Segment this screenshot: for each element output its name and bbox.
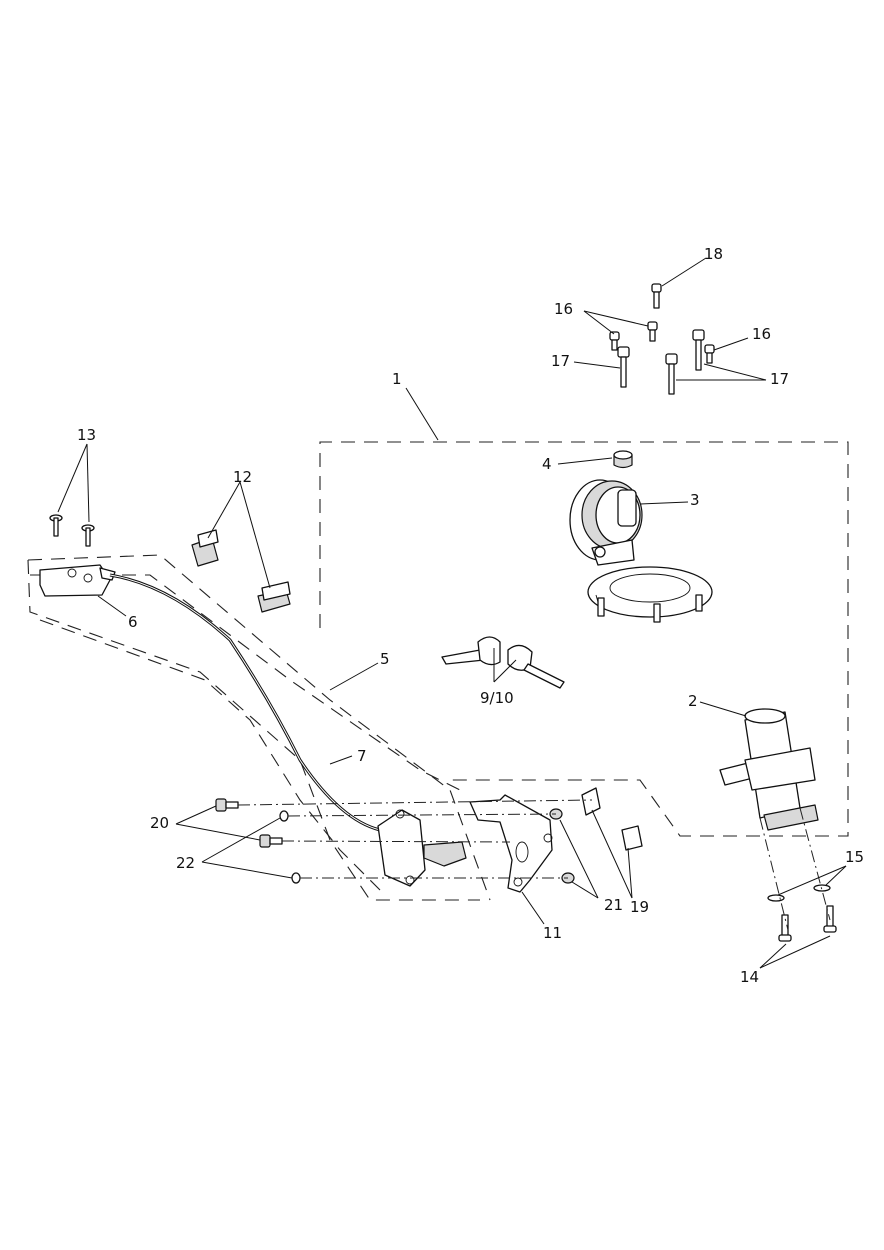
bolt-part-17-middle — [665, 353, 678, 395]
actuator-body — [377, 809, 467, 887]
callout-16-right: 16 — [752, 325, 771, 343]
connector-part-6 — [39, 564, 116, 597]
bolt-part-18 — [651, 283, 662, 309]
callout-6: 6 — [128, 613, 138, 631]
cable-part-7 — [109, 573, 381, 832]
bolt-part-17-right — [692, 329, 705, 371]
callout-12: 12 — [233, 468, 252, 486]
callout-11: 11 — [543, 924, 562, 942]
oring-part-15-left — [767, 894, 785, 902]
bolt-part-17-left — [617, 346, 630, 388]
cap-part-4 — [613, 450, 633, 469]
leader-lines — [57, 257, 847, 969]
callout-15: 15 — [845, 848, 864, 866]
callout-22: 22 — [176, 854, 195, 872]
callout-20: 20 — [150, 814, 169, 832]
washer-part-22-upper — [279, 810, 289, 822]
bolt-part-16-middle — [647, 321, 658, 342]
assembly-centre-lines — [237, 799, 831, 931]
bolt-part-20-upper — [215, 798, 239, 812]
callout-14: 14 — [740, 968, 759, 986]
bolt-part-16-right — [704, 344, 715, 364]
callout-4: 4 — [542, 455, 552, 473]
callout-17-left: 17 — [551, 352, 570, 370]
lock-barrel-part-2 — [719, 708, 819, 831]
clip-part-19-lower — [621, 825, 643, 851]
screw-part-13-right — [81, 524, 95, 547]
screw-part-13-left — [49, 514, 63, 537]
clip-part-12-upper — [191, 529, 219, 567]
callout-21: 21 — [604, 896, 623, 914]
callout-2: 2 — [688, 692, 698, 710]
callout-5: 5 — [380, 650, 390, 668]
callout-9-10: 9/10 — [480, 689, 514, 707]
callout-16-left: 16 — [554, 300, 573, 318]
callout-1: 1 — [392, 370, 402, 388]
keys-part-9-10 — [441, 636, 565, 689]
washer-part-22-lower — [291, 872, 301, 884]
filler-cap-part-3 — [569, 479, 713, 623]
kit-boundary-outline — [319, 441, 849, 837]
bracket-part-11 — [469, 794, 553, 893]
callout-labels: 1 2 3 4 5 6 7 9/10 11 12 13 14 15 16 16 … — [77, 245, 864, 986]
screw-part-14-left — [778, 914, 792, 942]
clip-part-19-upper — [581, 787, 601, 816]
callout-13: 13 — [77, 426, 96, 444]
callout-3: 3 — [690, 491, 700, 509]
bolt-part-20-lower — [259, 834, 283, 848]
callout-18: 18 — [704, 245, 723, 263]
callout-19: 19 — [630, 898, 649, 916]
clip-part-12-lower — [257, 581, 291, 613]
oring-part-15-right — [813, 884, 831, 892]
bolt-part-16-left — [609, 331, 620, 351]
callout-17-right: 17 — [770, 370, 789, 388]
callout-7: 7 — [357, 747, 367, 765]
screw-part-14-right — [823, 905, 837, 933]
